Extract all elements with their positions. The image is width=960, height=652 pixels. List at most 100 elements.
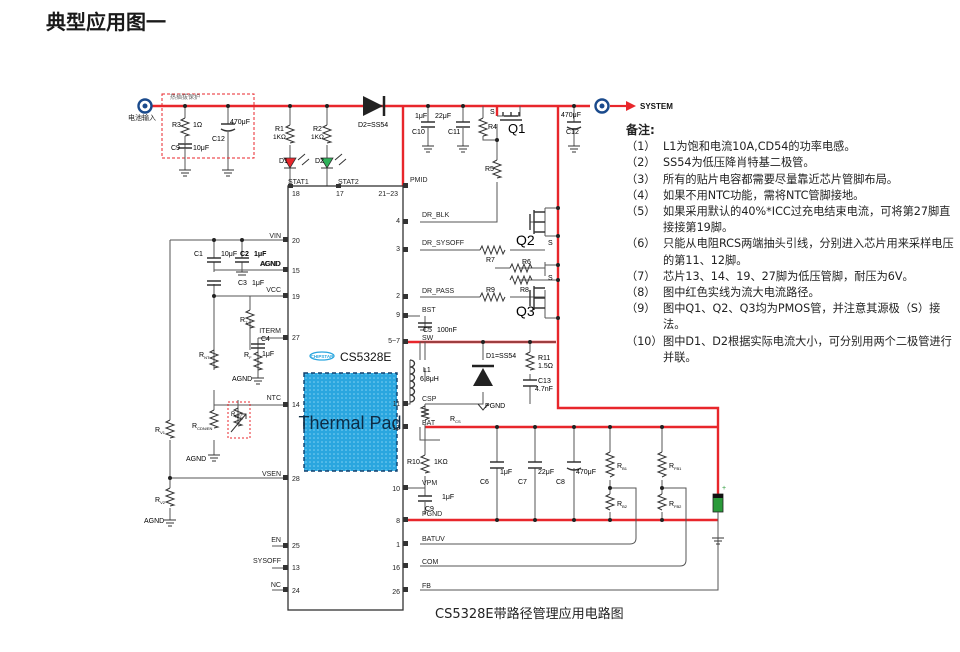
c7-value: 22μF: [538, 469, 554, 476]
diode-d1-icon: [473, 368, 493, 386]
note-item: （6）只能从电阻RCS两端抽头引线，分别进入芯片用来采样电压的第11、12脚。: [626, 237, 954, 267]
note-item: （4）如果不用NTC功能，需将NTC管脚接地。: [626, 188, 865, 202]
pin-batuv: BATUV: [422, 536, 445, 543]
c5-label: C5: [423, 327, 432, 334]
c12a-label: C12: [212, 136, 225, 143]
input-terminal: [137, 98, 153, 114]
resistor-rf: [252, 351, 264, 371]
c6-label: C6: [480, 479, 489, 486]
note-item: （5）如果采用默认的40%*ICC过充电结束电流，可将第27脚直接接第19脚。: [626, 205, 951, 235]
resistor-r8: [509, 274, 533, 286]
cap-c11: [456, 121, 470, 128]
pin-com: COM: [422, 559, 439, 566]
pin-stat1-num: 18: [292, 191, 300, 198]
mosfet-q1-icon: [500, 112, 522, 121]
pin-nc: NC: [271, 582, 281, 589]
pin-dr-sysoff-num: 3: [396, 246, 400, 253]
ntc-box: [227, 401, 251, 439]
c9a-label: C9: [171, 145, 180, 152]
pin-agnd-num: 15: [292, 268, 300, 275]
c3-value: 1μF: [252, 280, 264, 287]
pin-pgnd: PGND: [422, 511, 442, 518]
led-d1-icon: [283, 157, 297, 169]
r2-value: 1KΩ: [311, 134, 324, 141]
pin-vsen: VSEN: [262, 471, 281, 478]
cap-c10: [421, 121, 435, 128]
q3-s-label: S: [548, 275, 553, 282]
rfb1-label: RFB1: [669, 463, 682, 471]
pin-sysoff: SYSOFF: [253, 558, 281, 565]
cap-c8: [566, 461, 582, 471]
r7-label: R7: [486, 257, 495, 264]
resistor-rfb2: [656, 493, 668, 511]
rv2-label: RV2: [155, 497, 166, 505]
chip-logo: CHIPSTAR: [311, 354, 334, 359]
c7-label: C7: [518, 479, 527, 486]
c9b-label: C9: [425, 506, 434, 513]
pin-bst: BST: [422, 307, 436, 314]
pin-ntc-num: 14: [292, 402, 300, 409]
c1-value: 10μF: [221, 251, 237, 258]
c13-label: C13: [538, 378, 551, 385]
pin-iterm-num: 27: [292, 335, 300, 342]
c12b-value: 470μF: [561, 112, 581, 119]
thermal-pad-label: Thermal Pad: [298, 413, 401, 433]
input-label: 电池输入: [128, 113, 156, 122]
agnd-label-2: AGND: [232, 376, 252, 383]
resistor-rb1: [604, 451, 616, 478]
pin-vin-num: 20: [292, 238, 300, 245]
pin-nc-num: 24: [292, 588, 300, 595]
c9b-value: 1μF: [442, 494, 454, 501]
q3-label: Q3: [516, 303, 535, 319]
chip-logo-icon: [309, 351, 335, 361]
pin-pgnd-num: 8: [396, 518, 400, 525]
d1b-label: D1=SS54: [486, 353, 516, 360]
q1-s-label: S: [490, 109, 495, 116]
q1-label: Q1: [508, 121, 525, 136]
c11-label: C11: [448, 129, 460, 136]
resistor-rcs: [419, 405, 431, 421]
r2-label: R2: [313, 126, 322, 133]
resistor-rcdnen: [208, 409, 220, 429]
c13-value: 4.7nF: [535, 386, 553, 393]
left-pin-markers: [283, 237, 288, 592]
r8-label: R8: [520, 287, 529, 294]
note-item: （9）图中Q1、Q2、Q3均为PMOS管，并注意其源极（S）接法。: [626, 302, 941, 332]
chip-name: CS5328E: [340, 350, 391, 364]
r5-label: R5: [485, 166, 494, 173]
resistor-rv2: [164, 487, 176, 507]
cap-c2: [235, 257, 249, 263]
diode-d2-icon: [363, 96, 383, 116]
pin-stat2: STAT2: [338, 179, 359, 186]
pin-ntc: NTC: [267, 395, 281, 402]
r3-value: 1Ω: [193, 122, 202, 129]
pin-com-num: 16: [392, 565, 400, 572]
c12a-value: 470μF: [230, 119, 250, 126]
top-pin-labels: STAT1 18 STAT2 17: [288, 179, 359, 198]
right-pin-labels: PMID 21~23 DR_BLK 4 DR_SYSOFF 3 DR_PASS …: [378, 177, 464, 596]
resistor-r3: [179, 117, 191, 137]
agnd-label-3: AGND: [186, 456, 206, 463]
cap-c6: [490, 461, 504, 469]
pin-csp: CSP: [422, 396, 437, 403]
cap-c4: [251, 343, 265, 349]
r10-value: 1KΩ: [434, 459, 448, 466]
note-item: （7）芯片13、14、19、27脚为低压管脚，耐压为6V。: [626, 269, 914, 283]
agnd-label-1: AGND: [260, 261, 280, 268]
rf-label: RF: [244, 352, 252, 360]
pin-vcc: VCC: [266, 287, 281, 294]
pin-stat2-num: 17: [336, 191, 344, 198]
resistor-r11: [524, 351, 536, 371]
pin-fb-num: 26: [392, 589, 400, 596]
c4-label: C4: [261, 336, 270, 343]
d2-top-label: D2=SS54: [358, 122, 388, 129]
pin-sw: SW: [422, 335, 434, 342]
mosfet-q3-icon: [529, 286, 545, 310]
high-current-path: [150, 104, 720, 522]
cap-c1: [207, 257, 221, 263]
d1-label: D1: [279, 158, 288, 165]
c6-value: 1μF: [500, 469, 512, 476]
cap-c12-input: [220, 123, 236, 132]
pin-dr-blk-num: 4: [396, 218, 400, 225]
c11-value: 22μF: [435, 113, 451, 120]
